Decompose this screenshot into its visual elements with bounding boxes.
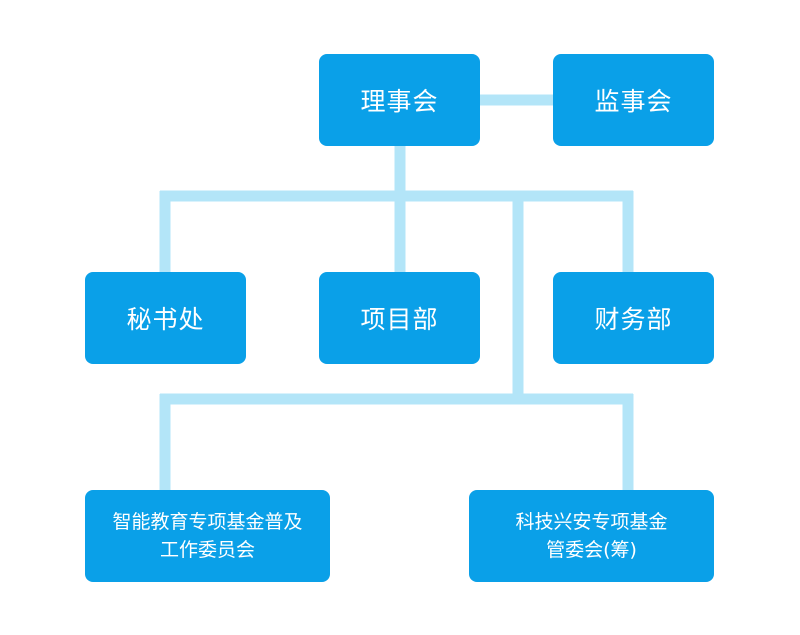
node-projects-dept: 项目部 xyxy=(319,272,480,364)
node-fund-science-education-line2: 工作委员会 xyxy=(159,539,255,561)
node-board: 理事会 xyxy=(319,54,480,146)
node-finance-dept: 财务部 xyxy=(553,272,714,364)
node-supervisory-board-label: 监事会 xyxy=(594,87,673,116)
node-fund-science-education-line1: 智能教育专项基金普及 xyxy=(112,511,303,533)
node-supervisory-board: 监事会 xyxy=(553,54,714,146)
node-secretariat: 秘书处 xyxy=(85,272,246,364)
node-projects-dept-label: 项目部 xyxy=(360,305,439,334)
node-fund-tech-security-line1: 科技兴安专项基金 xyxy=(515,511,668,533)
node-fund-tech-security: 科技兴安专项基金 管委会(筹) xyxy=(469,490,714,582)
node-board-label: 理事会 xyxy=(360,87,439,116)
node-fund-tech-security-line2: 管委会(筹) xyxy=(546,539,637,561)
node-fund-science-education: 智能教育专项基金普及 工作委员会 xyxy=(85,490,330,582)
node-finance-dept-label: 财务部 xyxy=(594,305,673,334)
node-secretariat-label: 秘书处 xyxy=(126,305,205,334)
